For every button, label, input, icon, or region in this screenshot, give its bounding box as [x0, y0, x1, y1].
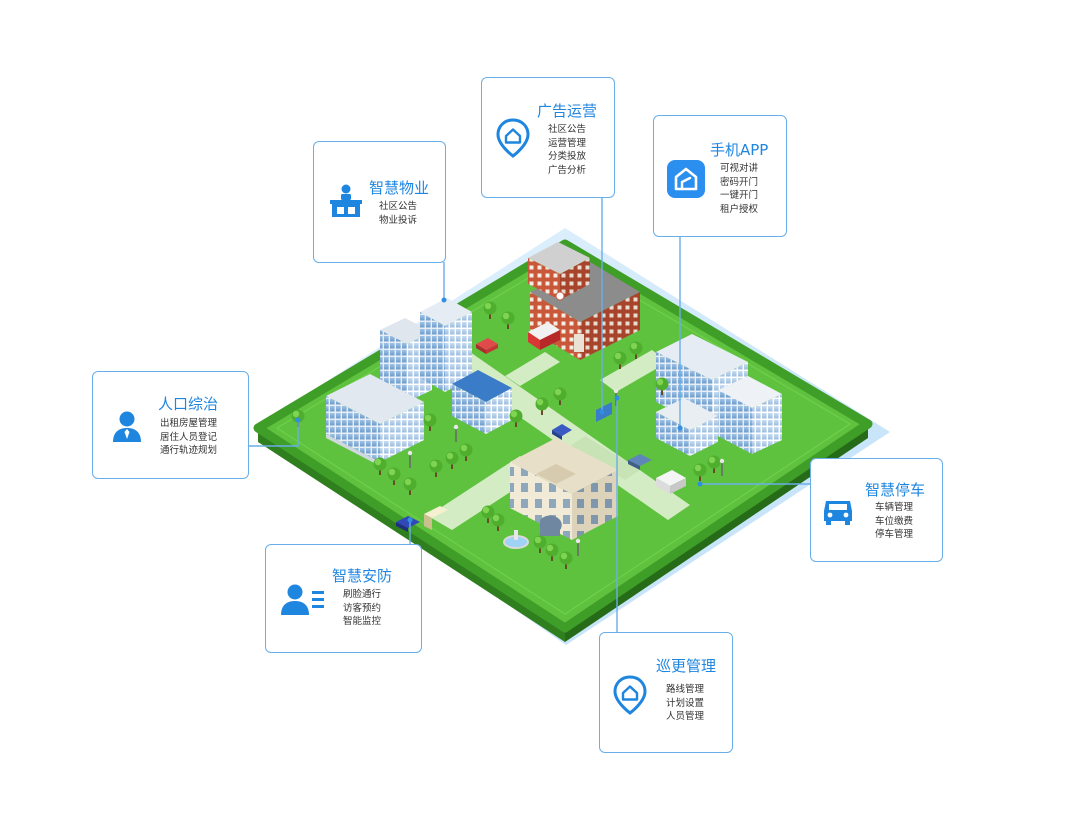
list-item: 一键开门 — [720, 190, 759, 201]
card-property[interactable]: 智慧物业 社区公告 物业投诉 — [313, 141, 446, 263]
parking-car — [628, 454, 652, 470]
list-item: 车辆管理 — [875, 502, 914, 513]
list-item: 租户授权 — [720, 203, 759, 215]
connector-lines — [248, 197, 810, 632]
service-desk-icon — [330, 184, 362, 217]
list-item: 智能监控 — [343, 616, 382, 627]
list-item: 访客预约 — [343, 602, 382, 614]
blue-car — [552, 424, 572, 440]
home-pin-icon — [613, 675, 647, 715]
connector-dots — [295, 297, 703, 523]
person-list-icon — [281, 584, 324, 615]
card-patrol[interactable]: 巡更管理 路线管理 计划设置 人员管理 — [599, 632, 733, 753]
fire-station — [528, 242, 640, 360]
card-security-items: 刷脸通行 访客预约 智能监控 — [343, 588, 381, 629]
card-patrol-title: 巡更管理 — [656, 657, 717, 675]
home-pin-icon — [496, 118, 530, 158]
card-ads-title: 广告运营 — [537, 102, 598, 120]
ambulance — [656, 470, 686, 494]
list-item: 刷脸通行 — [343, 589, 382, 600]
card-population[interactable]: 人口综治 出租房屋管理 居住人员登记 通行轨迹规划 — [92, 371, 249, 479]
red-car — [476, 338, 498, 354]
glass-complex-right — [656, 334, 782, 456]
glass-tower-right — [420, 298, 472, 392]
card-parking[interactable]: 智慧停车 车辆管理 车位缴费 停车管理 — [810, 458, 943, 562]
car-icon — [824, 501, 852, 525]
card-security-title: 智慧安防 — [332, 567, 393, 585]
card-population-title: 人口综治 — [158, 395, 219, 413]
card-ads-items: 社区公告 运营管理 分类投放 广告分析 — [548, 123, 586, 177]
card-population-items: 出租房屋管理 居住人员登记 通行轨迹规划 — [160, 417, 217, 458]
list-item: 密码开门 — [720, 176, 759, 188]
classical-building — [510, 438, 618, 540]
glass-office-left — [326, 374, 424, 466]
list-item: 分类投放 — [548, 151, 587, 162]
card-security[interactable]: 智慧安防 刷脸通行 访客预约 智能监控 — [265, 544, 422, 653]
list-item: 居住人员登记 — [160, 431, 218, 443]
list-item: 广告分析 — [548, 164, 587, 176]
card-ads[interactable]: 广告运营 社区公告 运营管理 分类投放 广告分析 — [481, 77, 615, 198]
card-patrol-items: 路线管理 计划设置 人员管理 — [666, 683, 704, 724]
card-parking-items: 车辆管理 车位缴费 停车管理 — [875, 501, 913, 542]
card-app[interactable]: 手机APP 可视对讲 密码开门 一键开门 租户授权 — [653, 115, 787, 237]
list-item: 停车管理 — [875, 529, 914, 540]
list-item: 运营管理 — [548, 137, 587, 149]
hedge-border — [253, 239, 873, 633]
card-property-items: 社区公告 物业投诉 — [379, 200, 417, 227]
card-parking-title: 智慧停车 — [865, 481, 926, 499]
app-home-icon — [667, 160, 705, 198]
small-office — [452, 370, 512, 434]
list-item: 出租房屋管理 — [160, 418, 218, 429]
person-icon — [113, 411, 141, 442]
entrance-gate — [424, 506, 448, 530]
fountain — [503, 530, 529, 549]
list-item: 社区公告 — [379, 201, 418, 212]
list-item: 人员管理 — [666, 711, 705, 722]
list-item: 路线管理 — [666, 684, 705, 695]
list-item: 计划设置 — [666, 697, 705, 709]
list-item: 通行轨迹规划 — [160, 445, 218, 456]
list-item: 社区公告 — [548, 124, 587, 135]
card-app-title: 手机APP — [710, 141, 769, 159]
gate-car — [396, 516, 420, 532]
card-property-title: 智慧物业 — [369, 179, 430, 197]
list-item: 物业投诉 — [379, 214, 418, 226]
fire-truck — [528, 322, 560, 350]
list-item: 车位缴费 — [875, 515, 914, 527]
card-app-items: 可视对讲 密码开门 一键开门 租户授权 — [720, 162, 758, 216]
road-north — [600, 350, 668, 392]
list-item: 可视对讲 — [720, 163, 759, 174]
